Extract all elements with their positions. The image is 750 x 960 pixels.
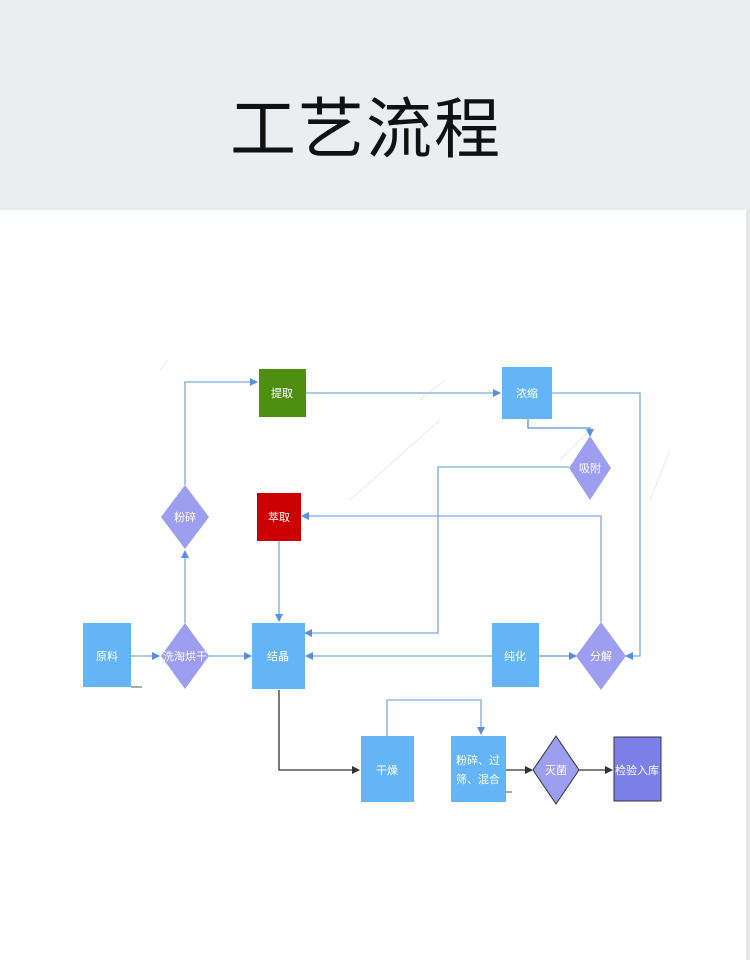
edge-nongsuo-fenjie (552, 392, 641, 660)
edge-ganzao-fensuimix (386, 699, 485, 736)
node-cuiqu-label: 萃取 (268, 511, 290, 524)
node-jiejing-label: 结晶 (267, 650, 289, 663)
node-cuiqu: 萃取 (257, 493, 301, 541)
node-xifu: 吸附 (569, 436, 611, 500)
node-xitao: 洗淘烘干 (161, 623, 209, 689)
node-fensui: 粉碎 (161, 485, 209, 549)
node-chunhua-label: 纯化 (504, 649, 526, 663)
node-xitao-label: 洗淘烘干 (163, 649, 207, 663)
node-fenjie-label: 分解 (590, 649, 612, 663)
node-yuanliao: 原料 (83, 623, 131, 687)
node-yuanliao-label: 原料 (96, 649, 118, 663)
header-bar: 工艺流程 (0, 0, 750, 210)
node-jianyan: 检验入库 (613, 736, 662, 802)
nodes: 原料 洗淘烘干 粉碎 提取 浓缩 吸附 萃取 (83, 367, 662, 805)
node-fensui-mix: 粉碎、过 筛、混合 (451, 736, 506, 802)
node-nongsuo-label: 浓缩 (516, 387, 538, 400)
scrollbar-track[interactable] (746, 210, 750, 960)
edge-jiejing-ganzao (278, 690, 360, 774)
edge-nongsuo-xifu (527, 419, 594, 437)
edge-fensui-tiqu (184, 378, 258, 485)
node-ganzao-label: 干燥 (376, 764, 398, 777)
node-jiejing: 结晶 (252, 623, 305, 689)
node-fensui-label: 粉碎 (174, 510, 196, 524)
node-tiqu-label: 提取 (271, 387, 293, 400)
node-xifu-label: 吸附 (579, 461, 601, 475)
node-fensui-mix-label-2: 筛、混合 (456, 772, 500, 786)
background-artifacts (159, 359, 671, 501)
node-chunhua: 纯化 (492, 623, 539, 687)
node-miejun: 灭菌 (532, 735, 580, 805)
page-title: 工艺流程 (230, 91, 502, 168)
edge-fenjie-cuiqu (301, 512, 602, 622)
node-jianyan-label: 检验入库 (615, 763, 659, 777)
node-fensui-mix-label-1: 粉碎、过 (456, 753, 500, 767)
edge-xifu-jiejing (304, 466, 569, 637)
node-fenjie: 分解 (576, 622, 626, 690)
edges (131, 378, 641, 793)
node-ganzao: 干燥 (361, 736, 414, 802)
node-nongsuo: 浓缩 (502, 367, 552, 419)
node-tiqu: 提取 (259, 369, 306, 417)
node-miejun-label: 灭菌 (545, 764, 567, 777)
